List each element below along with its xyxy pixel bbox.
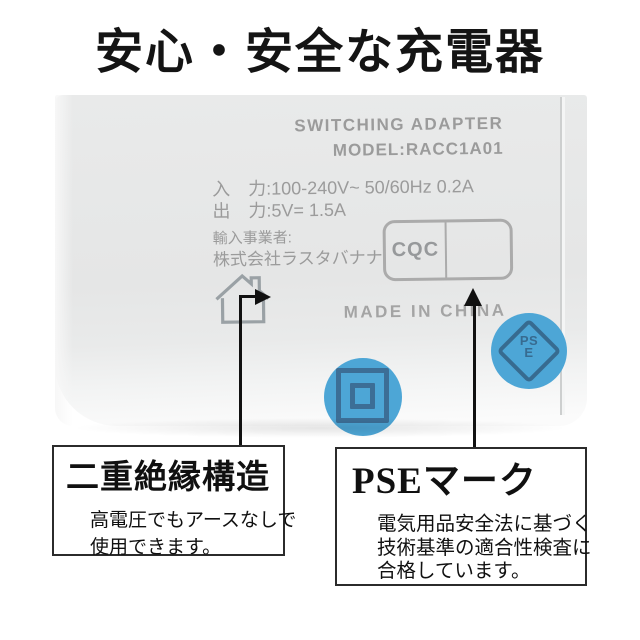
product-name-label: SWITCHING ADAPTER bbox=[294, 113, 504, 136]
insulation-callout-connector-elbow bbox=[239, 295, 256, 298]
insulation-callout-title: 二重絶縁構造 bbox=[66, 460, 270, 496]
model-number-label: MODEL:RACC1A01 bbox=[332, 138, 504, 160]
insulation-callout-connector-line bbox=[239, 296, 242, 445]
class-ii-double-insulation-icon bbox=[336, 368, 389, 423]
certification-marks-box: CQC bbox=[382, 218, 514, 282]
pse-mark-text: PS E bbox=[506, 333, 552, 360]
device-drop-shadow bbox=[70, 418, 570, 438]
pse-callout-connector-line bbox=[473, 304, 476, 447]
pse-arrowhead-icon bbox=[464, 288, 482, 306]
panel-seam bbox=[560, 97, 562, 415]
pse-callout-body: 電気用品安全法に基づく 技術基準の適合性検査に 合格しています。 bbox=[377, 513, 592, 584]
panel-seam-highlight bbox=[562, 97, 565, 415]
insulation-body-line: 使用できます。 bbox=[90, 537, 222, 558]
insulation-arrowhead-icon bbox=[255, 289, 271, 305]
class-ii-double-insulation-inner-icon bbox=[350, 383, 375, 409]
double-insulation-callout: 二重絶縁構造 高電圧でもアースなしで 使用できます。 bbox=[52, 445, 296, 558]
pse-mark-text-top: PS bbox=[519, 333, 539, 348]
pse-mark-callout: PSEマーク 電気用品安全法に基づく 技術基準の適合性検査に 合格しています。 bbox=[335, 447, 592, 586]
page-title: 安心・安全な充電器 bbox=[94, 26, 545, 79]
output-spec-label: 出 力:5V= 1.5A bbox=[212, 199, 347, 222]
pse-highlight-circle bbox=[491, 313, 567, 389]
insulation-body-line: 高電圧でもアースなしで bbox=[90, 510, 297, 531]
made-in-label: MADE IN CHINA bbox=[343, 300, 507, 322]
importer-name-label: 株式会社ラスタバナナ bbox=[212, 248, 383, 270]
adapter-photo: SWITCHING ADAPTER MODEL:RACC1A01 入 力:100… bbox=[0, 80, 640, 440]
adapter-back-panel: SWITCHING ADAPTER MODEL:RACC1A01 入 力:100… bbox=[55, 95, 587, 436]
panel-edge-highlight bbox=[55, 95, 73, 426]
pse-callout-title: PSEマーク bbox=[352, 461, 537, 502]
pse-body-line: 電気用品安全法に基づく bbox=[377, 514, 592, 535]
pse-mark-text-bottom: E bbox=[524, 345, 534, 360]
pse-body-line: 合格しています。 bbox=[377, 561, 531, 582]
pse-body-line: 技術基準の適合性検査に bbox=[377, 537, 592, 559]
cqc-mark-label: CQC bbox=[391, 238, 440, 262]
insulation-callout-body: 高電圧でもアースなしで 使用できます。 bbox=[90, 507, 297, 561]
